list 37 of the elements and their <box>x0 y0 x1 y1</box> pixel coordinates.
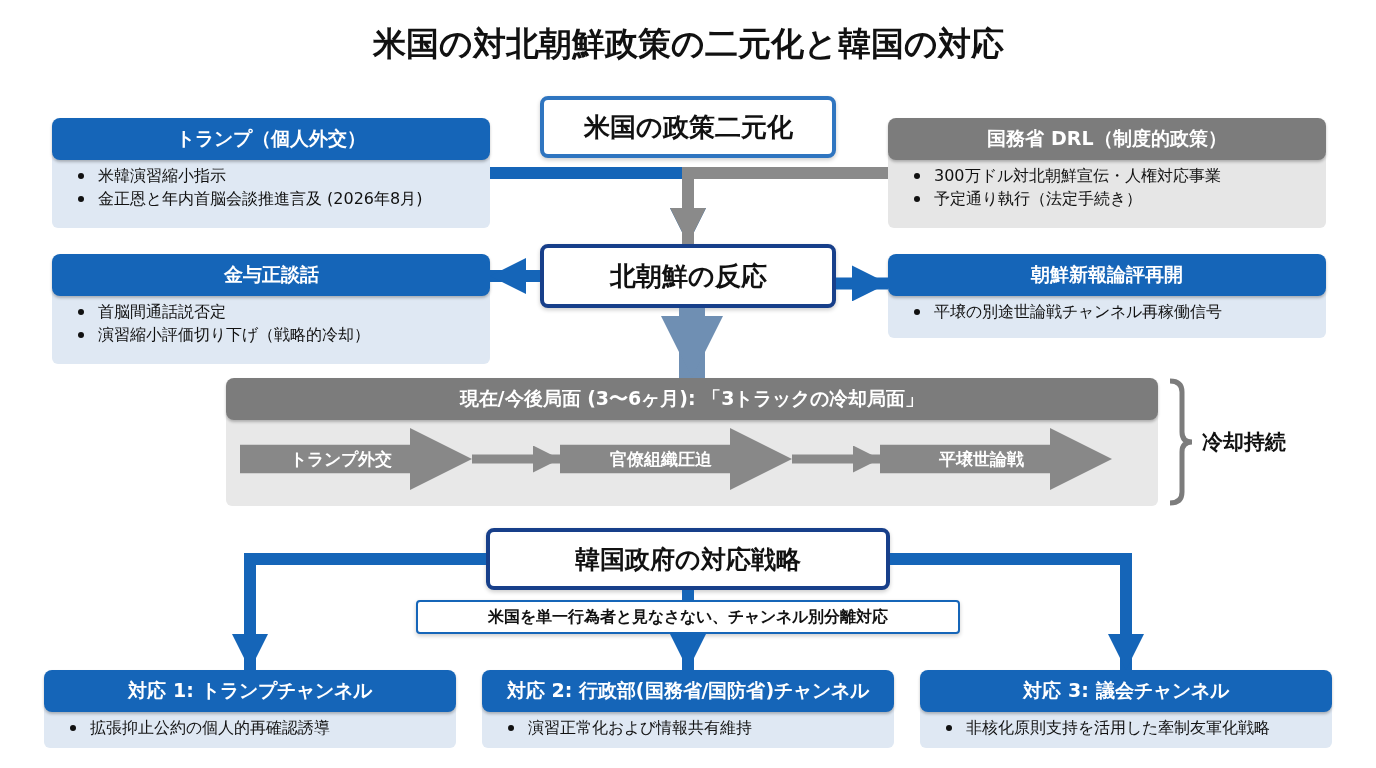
label-box: 米国の政策二元化 <box>540 96 836 158</box>
card-heading: 現在/今後局面 (3〜6ヶ月): 「3トラックの冷却局面」 <box>226 378 1158 420</box>
card-heading: トランプ（個人外交） <box>52 118 490 160</box>
arrow <box>490 258 540 294</box>
label-box: 北朝鮮の反応 <box>540 244 836 308</box>
arrow <box>890 553 1144 670</box>
arrow <box>472 445 560 473</box>
arrow <box>836 265 888 302</box>
bullet-text: 米韓演習縮小指示 <box>76 164 480 187</box>
label-box: 米国を単一行為者と見なさない、チャンネル別分離対応 <box>416 600 960 634</box>
label-box: 韓国政府の対応戦略 <box>486 528 890 590</box>
arrow <box>660 308 724 378</box>
bullet-text: 演習正常化および情報共有維持 <box>506 716 884 739</box>
card-heading: 対応 1: トランプチャンネル <box>44 670 456 712</box>
bullet-text: 演習縮小評価切り下げ（戦略的冷却） <box>76 323 480 346</box>
bullet-text: 平壌の別途世論戦チャンネル再稼働信号 <box>912 300 1316 323</box>
bullet-text: 非核化原則支持を活用した牽制友軍化戦略 <box>944 716 1322 739</box>
bullet-text: 300万ドル対北朝鮮宣伝・人権対応事業 <box>912 164 1316 187</box>
bullet-text: 拡張抑止公約の個人的再確認誘導 <box>68 716 446 739</box>
diagram-title: 米国の対北朝鮮政策の二元化と韓国の対応 <box>371 23 1005 65</box>
bullet-text: 予定通り執行（法定手続き） <box>912 187 1316 210</box>
connector-line <box>682 590 694 600</box>
arrow-shape: トランプ外交 <box>240 428 472 490</box>
card-heading: 金与正談話 <box>52 254 490 296</box>
card-heading: 対応 2: 行政部(国務省/国防省)チャンネル <box>482 670 894 712</box>
arrow <box>232 553 486 670</box>
arrow-shape: 平壌世論戦 <box>880 428 1112 490</box>
arrow <box>670 167 888 244</box>
card-heading: 対応 3: 議会チャンネル <box>920 670 1332 712</box>
arrow-shape: 官僚組織圧迫 <box>560 428 792 490</box>
card-heading: 朝鮮新報論評再開 <box>888 254 1326 296</box>
bullet-text: 首脳間通話説否定 <box>76 300 480 323</box>
arrow <box>792 445 880 473</box>
arrow <box>670 634 706 670</box>
bullet-text: 金正恩と年内首脳会談推進言及 (2026年8月) <box>76 187 480 210</box>
card-heading: 国務省 DRL（制度的政策） <box>888 118 1326 160</box>
side-note: 冷却持続 <box>1202 429 1286 456</box>
